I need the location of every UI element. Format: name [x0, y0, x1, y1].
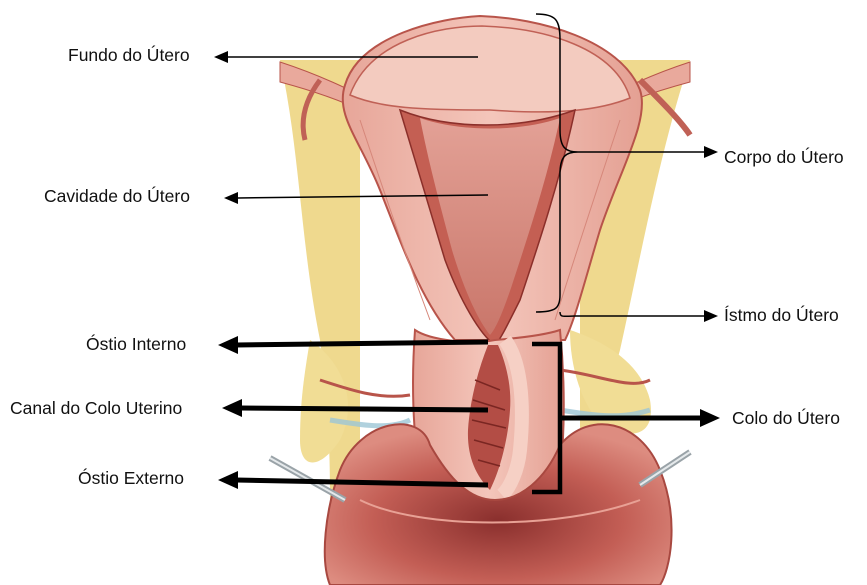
label-cavidade-do-utero: Cavidade do Útero [44, 186, 190, 206]
label-ostio-externo: Óstio Externo [78, 468, 184, 488]
label-canal-do-colo-uterino: Canal do Colo Uterino [10, 398, 182, 418]
label-fundo-do-utero: Fundo do Útero [68, 45, 190, 65]
label-corpo-do-utero: Corpo do Útero [724, 147, 844, 167]
label-istmo-do-utero: Ístmo do Útero [724, 305, 839, 325]
label-colo-do-utero: Colo do Útero [732, 408, 840, 428]
label-ostio-interno: Óstio Interno [86, 334, 186, 354]
